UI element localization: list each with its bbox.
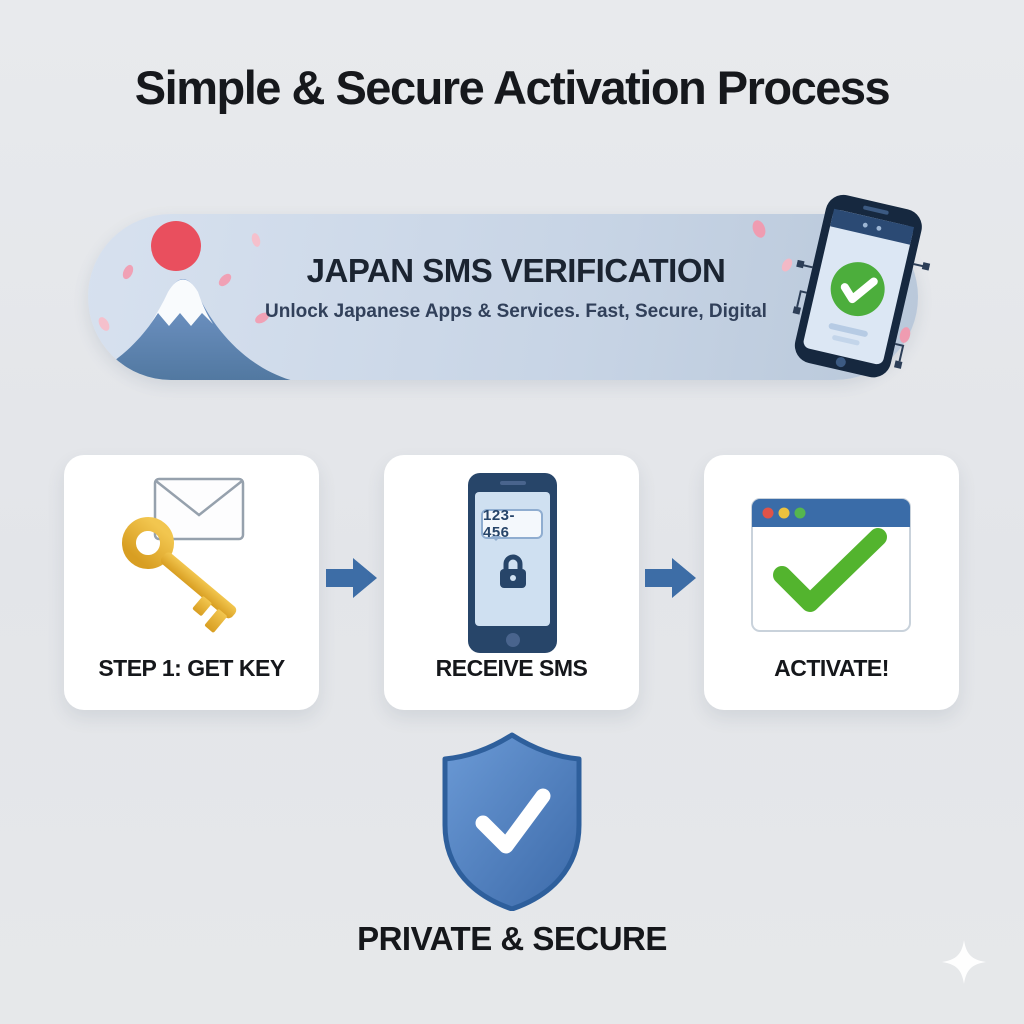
checkmark-icon — [475, 788, 551, 854]
rising-sun-icon — [151, 221, 201, 271]
sms-phone-icon: 123-456 — [468, 473, 557, 653]
step-card-get-key: STEP 1: GET KEY — [64, 455, 319, 710]
key-icon — [122, 517, 237, 633]
browser-dot-red-icon — [762, 507, 774, 519]
banner-text: JAPAN SMS VERIFICATION Unlock Japanese A… — [236, 252, 796, 323]
hero-banner: JAPAN SMS VERIFICATION Unlock Japanese A… — [88, 214, 918, 380]
step-card-activate: ACTIVATE! — [704, 455, 959, 710]
privacy-label: PRIVATE & SECURE — [357, 920, 667, 957]
step-card-receive-sms: 123-456 RECEIVE SMS — [384, 455, 639, 710]
phone-screen: 123-456 — [475, 492, 550, 626]
flow-arrow-icon — [326, 558, 377, 598]
banner-title: JAPAN SMS VERIFICATION — [306, 252, 726, 289]
flow-arrow-icon — [645, 558, 696, 598]
phone-speaker-icon — [499, 481, 526, 485]
mount-fuji-icon — [88, 221, 291, 380]
phone-home-button-icon — [505, 633, 520, 647]
checkmark-circle-icon — [830, 262, 885, 317]
shield-check-icon — [442, 732, 582, 911]
banner-subtitle: Unlock Japanese Apps & Services. Fast, S… — [265, 301, 767, 322]
browser-dot-yellow-icon — [778, 507, 790, 519]
lock-icon — [499, 554, 526, 588]
step-label: RECEIVE SMS — [435, 655, 588, 681]
step-label: ACTIVATE! — [774, 655, 889, 681]
checkmark-icon — [773, 528, 887, 612]
sms-code-bubble: 123-456 — [481, 507, 543, 541]
step-label: STEP 1: GET KEY — [98, 655, 285, 681]
sparkle-icon — [942, 940, 986, 984]
browser-checkmark-icon — [751, 498, 911, 632]
circuit-node-icon — [792, 259, 931, 369]
circuit-lines-icon — [796, 263, 925, 362]
page-title: Simple & Secure Activation Process — [134, 61, 891, 114]
envelope-icon — [153, 477, 245, 541]
browser-dot-green-icon — [794, 507, 806, 519]
verified-phone-icon — [792, 194, 931, 378]
